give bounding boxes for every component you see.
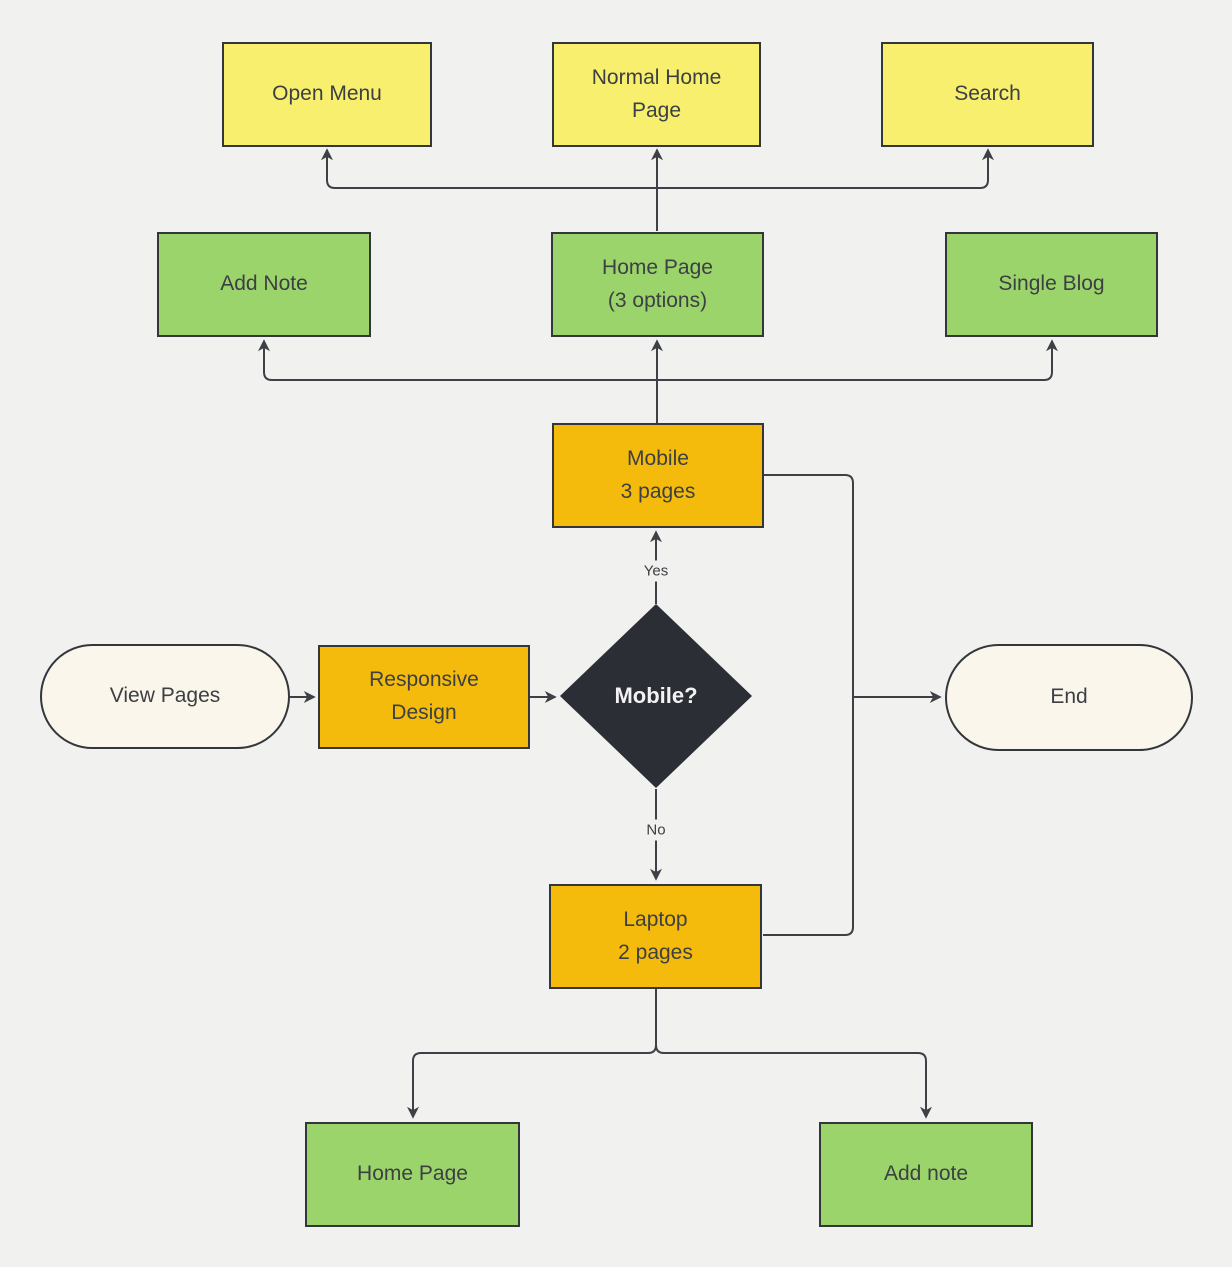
node-search-label: Search xyxy=(954,82,1021,106)
node-end: End xyxy=(945,644,1193,751)
node-add-note-label: Add Note xyxy=(220,272,308,296)
edge-mobile-to-add-note xyxy=(258,339,657,381)
node-add-note-bottom-label: Add note xyxy=(883,1162,969,1186)
node-single-blog: Single Blog xyxy=(945,232,1158,337)
edge-homepage3-to-open-menu xyxy=(321,148,657,189)
node-normal-home-page-label: Normal Home Page xyxy=(591,65,722,122)
edge-split-to-add-note xyxy=(655,1044,932,1119)
edge-mobile-laptop-rail xyxy=(763,474,854,936)
edge-split-to-home-page xyxy=(407,1044,657,1119)
edge-label-no: No xyxy=(643,819,669,841)
node-home-page-3-options: Home Page (3 options) xyxy=(551,232,764,337)
node-laptop-2-pages: Laptop 2 pages xyxy=(549,884,762,989)
edge-mobile-to-single-blog xyxy=(657,339,1058,381)
node-search: Search xyxy=(881,42,1094,147)
node-responsive-design: Responsive Design xyxy=(318,645,530,749)
node-add-note: Add Note xyxy=(157,232,371,337)
node-view-pages: View Pages xyxy=(40,644,290,749)
node-home-page-3-options-label: Home Page (3 options) xyxy=(602,255,713,312)
edge-homepage3-to-search xyxy=(657,148,994,189)
node-view-pages-label: View Pages xyxy=(109,684,221,708)
node-end-label: End xyxy=(1050,685,1088,709)
node-home-page-bottom: Home Page xyxy=(305,1122,520,1227)
node-home-page-bottom-label: Home Page xyxy=(357,1162,468,1186)
edge-label-yes: Yes xyxy=(640,560,672,582)
node-add-note-bottom: Add note xyxy=(819,1122,1033,1227)
node-normal-home-page: Normal Home Page xyxy=(552,42,761,147)
node-mobile-3-pages: Mobile 3 pages xyxy=(552,423,764,528)
node-open-menu: Open Menu xyxy=(222,42,432,147)
node-responsive-design-label: Responsive Design xyxy=(369,668,479,724)
node-laptop-2-pages-label: Laptop 2 pages xyxy=(618,907,693,964)
node-mobile-decision-label: Mobile? xyxy=(614,682,698,708)
node-open-menu-label: Open Menu xyxy=(272,82,382,106)
node-mobile-3-pages-label: Mobile 3 pages xyxy=(620,446,696,503)
node-single-blog-label: Single Blog xyxy=(998,272,1105,296)
